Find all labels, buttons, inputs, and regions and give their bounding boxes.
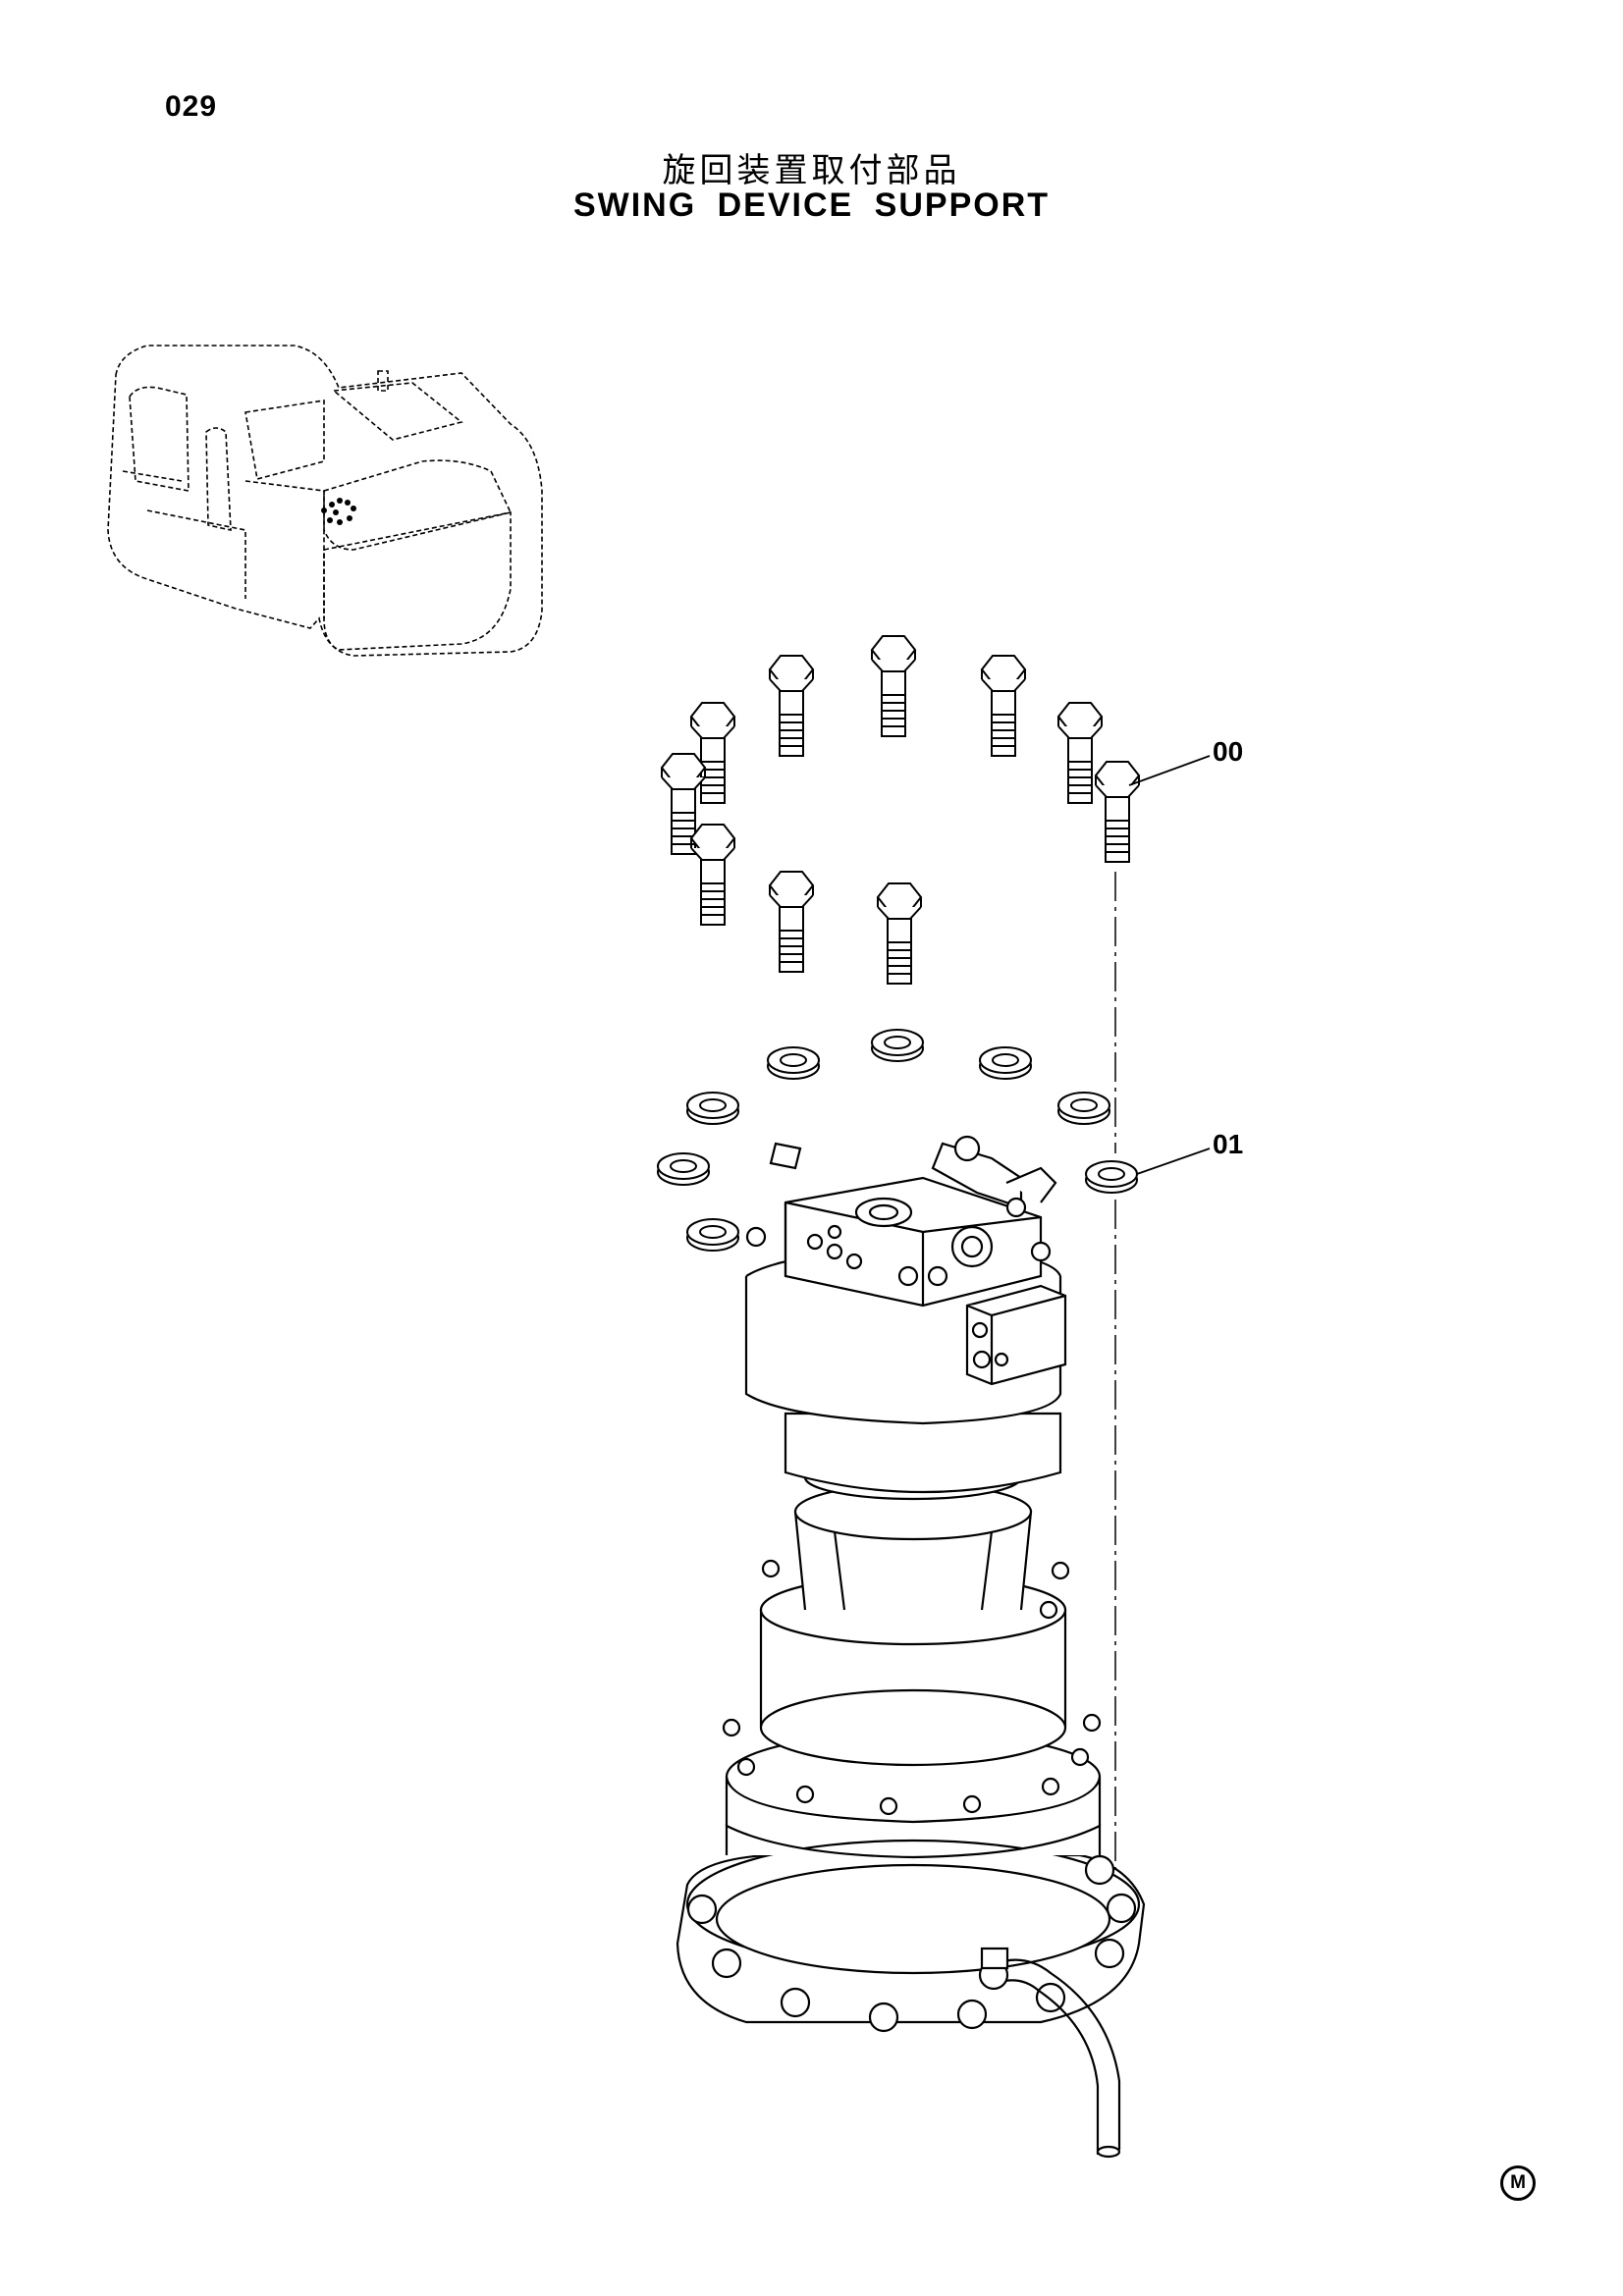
page-title-english: SWING DEVICE SUPPORT bbox=[572, 187, 1051, 224]
m-mark-icon: M bbox=[1500, 2165, 1536, 2201]
bolt-location-marker bbox=[321, 498, 356, 525]
swing-motor-assembly bbox=[676, 1135, 1146, 2159]
callout-01: 01 bbox=[1213, 1129, 1244, 1159]
bolt-set bbox=[661, 635, 1140, 985]
excavator-location-thumbnail bbox=[107, 345, 543, 657]
page-title-japanese: 旋回装置取付部品 bbox=[662, 151, 961, 190]
page-number: 029 bbox=[165, 90, 218, 123]
callout-00: 00 bbox=[1213, 736, 1244, 767]
